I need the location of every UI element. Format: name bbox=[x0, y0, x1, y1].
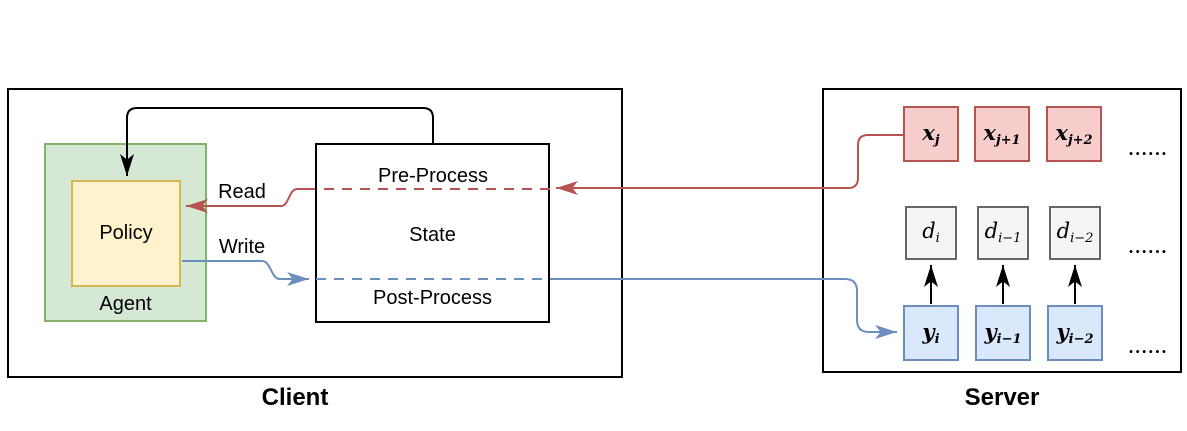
agent-label: Agent bbox=[99, 293, 152, 315]
d-box-label: di bbox=[922, 219, 940, 246]
policy-label: Policy bbox=[99, 222, 153, 244]
y-row-ellipsis: ...... bbox=[1128, 338, 1168, 357]
pre-process-label: Pre-Process bbox=[373, 165, 494, 187]
state-label: State bbox=[409, 224, 456, 246]
d-box-label: di−1 bbox=[984, 219, 1022, 246]
server-y-box-2: yi−2 bbox=[1047, 305, 1103, 361]
x-row-ellipsis: ...... bbox=[1128, 140, 1168, 159]
read-label: Read bbox=[218, 181, 266, 203]
server-d-box-2: di−2 bbox=[1049, 206, 1101, 260]
x-box-label: xj bbox=[922, 119, 940, 148]
y-box-label: yi−2 bbox=[1056, 318, 1094, 347]
x-box-label: xj+2 bbox=[1055, 119, 1093, 148]
d-box-label: di−2 bbox=[1056, 219, 1094, 246]
post-process-label: Post-Process bbox=[373, 287, 492, 309]
write-label: Write bbox=[218, 236, 266, 258]
x-box-label: xj+1 bbox=[983, 119, 1021, 148]
server-x-box-1: xj+1 bbox=[974, 106, 1030, 162]
y-box-label: yi−1 bbox=[984, 318, 1022, 347]
server-d-box-1: di−1 bbox=[977, 206, 1029, 260]
y-box-label: yi bbox=[922, 318, 940, 347]
server-y-box-1: yi−1 bbox=[975, 305, 1031, 361]
client-title: Client bbox=[261, 384, 329, 411]
server-x-box-2: xj+2 bbox=[1046, 106, 1102, 162]
server-d-box-0: di bbox=[905, 206, 957, 260]
server-title: Server bbox=[964, 384, 1040, 411]
policy-box: Policy bbox=[71, 180, 181, 287]
server-x-box-0: xj bbox=[903, 106, 959, 162]
d-row-ellipsis: ...... bbox=[1128, 238, 1168, 257]
server-y-box-0: yi bbox=[903, 305, 959, 361]
